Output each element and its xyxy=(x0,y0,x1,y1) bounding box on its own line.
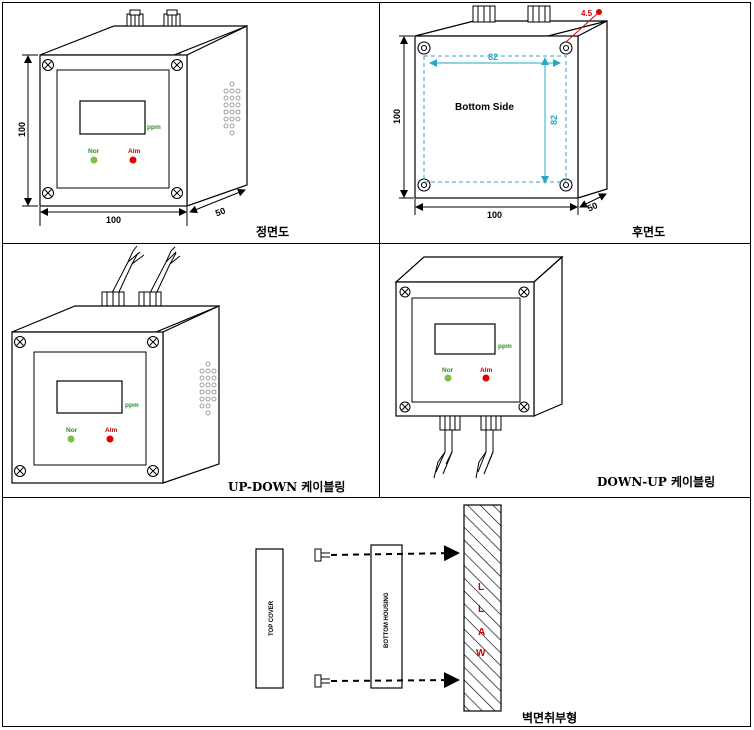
dim-depth: 50 xyxy=(214,206,227,219)
screw-icon xyxy=(14,336,159,477)
lcd-display xyxy=(434,323,496,355)
dim-width: 100 xyxy=(487,210,502,220)
caption-rear: 후면도 xyxy=(632,224,665,239)
bottom-side-label: Bottom Side xyxy=(455,102,514,113)
wall-hatch xyxy=(463,504,502,712)
lcd-display xyxy=(79,100,146,135)
cable-gland-icon xyxy=(439,415,502,431)
cable-gland-icon xyxy=(472,5,551,23)
caption-updown: UP-DOWN 케이블링 xyxy=(228,479,345,494)
bottom-housing-label: BOTTOM HOUSING xyxy=(384,592,390,648)
lcd-display xyxy=(56,380,123,414)
dim-width: 100 xyxy=(106,215,121,225)
cable-icon xyxy=(433,430,494,479)
ppm-label: ppm xyxy=(498,343,512,350)
dim-height: 100 xyxy=(17,122,27,137)
wall-letter: L xyxy=(478,604,484,615)
top-cover-label: TOP COVER xyxy=(269,600,275,636)
wall-letter: W xyxy=(476,648,486,659)
up-down-panel: ppm Nor Alm UP-DOWN 케이블링 xyxy=(11,245,345,494)
screw-icon xyxy=(42,59,183,199)
mounting-hole-icon xyxy=(417,41,573,192)
bottom-housing-part xyxy=(370,544,403,689)
hole-diameter: 4.5 xyxy=(581,9,593,18)
hole-dia-marker xyxy=(596,9,602,15)
mounting-screw-icon xyxy=(314,548,330,688)
front-view-panel: ppm Nor Alm 100 100 xyxy=(17,9,289,239)
dim-height: 100 xyxy=(392,109,402,124)
caption-downup: DOWN-UP 케이블링 xyxy=(597,474,715,489)
nor-label: Nor xyxy=(66,427,78,434)
dim-depth: 50 xyxy=(586,200,599,213)
caption-front: 정면도 xyxy=(256,224,289,239)
rear-view-panel: 82 82 Bottom Side 4.5 100 100 50 후면도 xyxy=(392,5,665,239)
hole-spacing-v: 82 xyxy=(549,115,559,125)
nor-led xyxy=(90,156,98,164)
alm-label: Alm xyxy=(128,148,141,155)
alm-led xyxy=(129,156,137,164)
ppm-label: ppm xyxy=(125,402,139,409)
wall-letter: L xyxy=(478,582,484,593)
screw-icon xyxy=(399,286,530,413)
alm-label: Alm xyxy=(480,367,493,374)
wall-mount-panel: TOP COVER BOTTOM HOUSING L L A W 벽면취부형 xyxy=(255,504,577,725)
alm-label: Alm xyxy=(105,427,118,434)
vent-holes xyxy=(223,81,241,136)
ppm-label: ppm xyxy=(147,124,161,131)
down-up-panel: ppm Nor Alm DOWN-UP 케이블링 xyxy=(394,255,715,489)
hole-spacing-h: 82 xyxy=(488,52,498,62)
caption-wall: 벽면취부형 xyxy=(522,710,577,725)
nor-led xyxy=(67,435,75,443)
cable-gland-icon xyxy=(101,291,162,308)
nor-label: Nor xyxy=(88,148,100,155)
cable-gland-icon xyxy=(126,9,181,27)
alm-led xyxy=(482,374,490,382)
nor-label: Nor xyxy=(442,367,454,374)
alm-led xyxy=(106,435,114,443)
wall-letter: A xyxy=(478,627,485,638)
vent-holes xyxy=(199,361,217,416)
nor-led xyxy=(444,374,452,382)
top-cover-part xyxy=(255,548,284,689)
cable-icon xyxy=(111,245,181,295)
